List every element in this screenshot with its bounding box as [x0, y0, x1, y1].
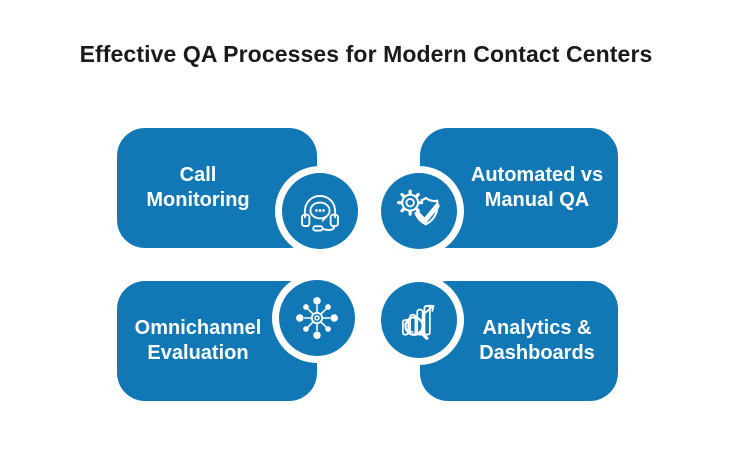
- card-label-line: Analytics &: [482, 317, 592, 339]
- icon-badge-circle: [282, 173, 358, 249]
- card-label-line: Omnichannel: [134, 317, 262, 339]
- card-call-monitoring: Call Monitoring: [117, 128, 365, 256]
- icon-badge: [374, 166, 464, 256]
- card-label: Analytics & Dashboards: [443, 316, 595, 366]
- headset-chat-icon: [301, 194, 339, 232]
- hub-network-icon: [296, 297, 338, 339]
- icon-badge: [374, 275, 464, 365]
- card-label: Automated vs Manual QA: [435, 163, 603, 213]
- card-label-line: Manual QA: [484, 189, 590, 211]
- icon-badge: [275, 166, 365, 256]
- gear-shield-check-icon: [397, 189, 440, 226]
- icon-badge-circle: [381, 282, 457, 358]
- card-analytics-dashboards: Analytics & Dashboards: [374, 275, 618, 401]
- chart-magnifier-icon: [401, 304, 435, 340]
- card-label-line: Automated vs: [470, 164, 604, 186]
- card-omnichannel-evaluation: Omnichannel Evaluation: [117, 273, 362, 401]
- page-title: Effective QA Processes for Modern Contac…: [79, 41, 653, 67]
- card-label-line: Evaluation: [147, 342, 249, 364]
- card-label: Call Monitoring: [146, 163, 287, 213]
- card-label: Omnichannel Evaluation: [135, 316, 300, 366]
- card-automated-vs-manual-qa: Automated vs Manual QA: [374, 128, 618, 256]
- icon-badge: [272, 273, 362, 363]
- icon-badge-circle: [381, 173, 457, 249]
- card-label-line: Monitoring: [146, 189, 250, 211]
- icon-badge-circle: [279, 280, 355, 356]
- card-label-line: Dashboards: [479, 342, 595, 364]
- card-label-line: Call: [179, 164, 217, 186]
